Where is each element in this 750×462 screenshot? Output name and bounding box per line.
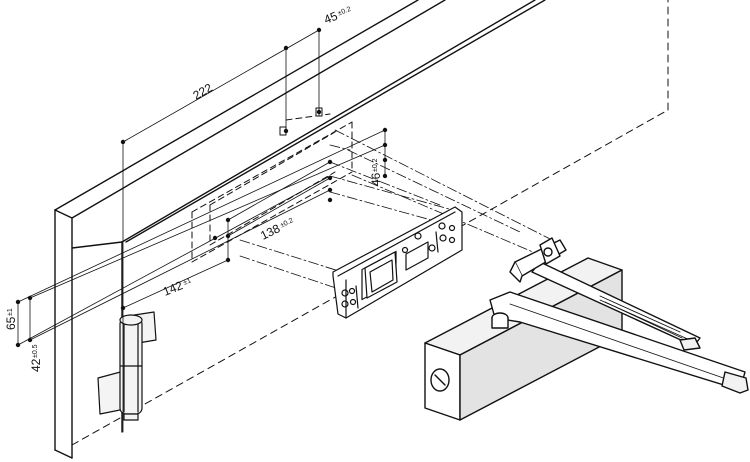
closer-arm-assembly (489, 237, 749, 394)
dim-222: 222 (191, 80, 216, 102)
svg-text:±0.5: ±0.5 (32, 344, 39, 358)
svg-text:±0.2: ±0.2 (372, 158, 379, 172)
svg-text:±1: ±1 (182, 277, 192, 286)
svg-text:±0.2: ±0.2 (337, 6, 352, 18)
dimension-dots (15, 27, 388, 348)
svg-text:222: 222 (191, 80, 216, 102)
hinge (97, 311, 157, 421)
dim-138: 138 ±0.2 (258, 217, 294, 243)
mounting-plate (332, 206, 463, 319)
dim-142: 142 ±1 (161, 277, 192, 298)
door-leaf-dashed (71, 0, 669, 446)
dim-45: 45 ±0.2 (322, 6, 352, 27)
dimension-labels: 222 45 ±0.2 138 ±0.2 46 ±0.2 142 ±1 65 ±… (4, 6, 383, 372)
svg-text:65: 65 (4, 316, 18, 330)
svg-text:±1: ±1 (7, 308, 14, 316)
svg-text:46: 46 (369, 172, 383, 186)
arm-slot (599, 295, 683, 339)
svg-text:±0.2: ±0.2 (279, 217, 294, 229)
svg-text:45: 45 (322, 9, 340, 27)
svg-text:42: 42 (29, 358, 43, 372)
projection-lines-dashdot (239, 129, 561, 291)
dim-42: 42 ±0.5 (29, 344, 43, 372)
dim-46: 46 ±0.2 (369, 158, 383, 186)
dim-65: 65 ±1 (4, 308, 18, 330)
